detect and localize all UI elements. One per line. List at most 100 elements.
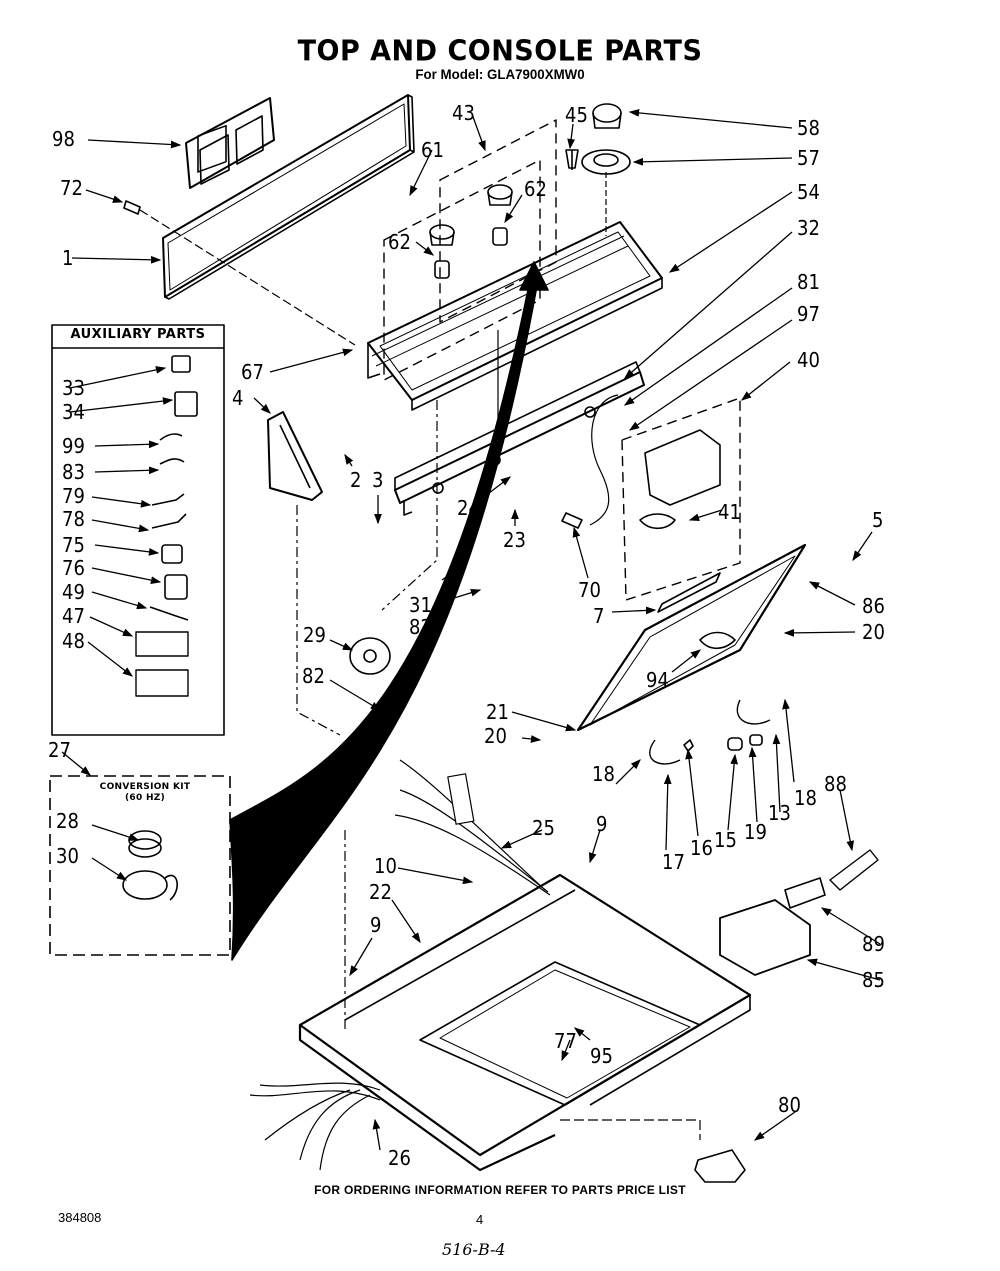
callout-15: 15: [714, 828, 737, 852]
callout-41: 41: [718, 500, 741, 524]
callout-72: 72: [60, 176, 83, 200]
callout-62-right: 62: [524, 177, 547, 201]
wiring-harness-26: [249, 1082, 381, 1171]
callout-47: 47: [62, 604, 85, 628]
screw-72: [123, 200, 141, 215]
callout-99: 99: [62, 434, 85, 458]
callout-40: 40: [797, 348, 820, 372]
document-number: 384808: [58, 1210, 102, 1225]
model-subtitle: For Model: GLA7900XMW0: [415, 66, 585, 82]
callout-34: 34: [62, 400, 85, 424]
pressure-switch: [349, 637, 391, 675]
lid-frame: [576, 543, 807, 732]
group-40-outline: [621, 397, 741, 601]
callout-49: 49: [62, 580, 85, 604]
group-43-outline: [439, 119, 557, 323]
callout-77: 77: [554, 1029, 577, 1053]
callout-leaders: [61, 109, 881, 1151]
callout-85: 85: [862, 968, 885, 992]
callout-80: 80: [778, 1093, 801, 1117]
callout-24: 24: [457, 496, 480, 520]
console-panel: [162, 94, 415, 300]
switch-bracket: [719, 899, 811, 976]
door-switch: [784, 877, 826, 909]
knob-skirt: [581, 149, 631, 175]
conversion-kit-box: [49, 775, 231, 956]
callout-2: 2: [350, 468, 362, 492]
page-title: TOP AND CONSOLE PARTS: [297, 35, 703, 68]
callout-70: 70: [578, 578, 601, 602]
callout-32: 32: [797, 216, 820, 240]
lid-switch-actuator: [829, 849, 879, 891]
callout-27: 27: [48, 738, 71, 762]
callout-1: 1: [62, 246, 74, 270]
callout-58: 58: [797, 116, 820, 140]
conversion-kit-line2: (60 HZ): [124, 793, 166, 803]
callout-20-left: 20: [484, 724, 507, 748]
callout-67: 67: [241, 360, 264, 384]
callout-82-lower: 82: [302, 664, 325, 688]
callout-21: 21: [486, 700, 509, 724]
callout-33: 33: [62, 376, 85, 400]
page-number: 4: [476, 1212, 484, 1227]
display-bracket: [185, 97, 275, 189]
ordering-note: FOR ORDERING INFORMATION REFER TO PARTS …: [314, 1183, 686, 1197]
cabinet-top: [298, 873, 752, 1172]
callout-10: 10: [374, 854, 397, 878]
callout-19: 19: [744, 820, 767, 844]
callout-81: 81: [797, 270, 820, 294]
callout-20-right: 20: [862, 620, 885, 644]
callout-57: 57: [797, 146, 820, 170]
console-top-cap: [367, 221, 663, 411]
callout-7: 7: [593, 604, 605, 628]
callout-78: 78: [62, 507, 85, 531]
knob-62-right: [487, 184, 513, 246]
handwritten-note: 516-B-4: [442, 1240, 506, 1259]
wire-harness-sweep: [229, 279, 539, 961]
callout-17: 17: [662, 850, 685, 874]
callout-86: 86: [862, 594, 885, 618]
callout-48: 48: [62, 629, 85, 653]
callout-3: 3: [372, 468, 384, 492]
callout-94: 94: [646, 668, 669, 692]
callout-61: 61: [421, 138, 444, 162]
callout-5: 5: [872, 508, 884, 532]
callout-26: 26: [388, 1146, 411, 1170]
wiring-harness-25: [394, 759, 551, 896]
callout-28: 28: [56, 809, 79, 833]
callout-25: 25: [532, 816, 555, 840]
callout-18-left: 18: [592, 762, 615, 786]
conversion-kit-line1: CONVERSION KIT: [99, 782, 191, 792]
control-rail: [394, 361, 645, 516]
callout-18-right: 18: [794, 786, 817, 810]
callout-22: 22: [369, 880, 392, 904]
callout-88: 88: [824, 772, 847, 796]
callout-23: 23: [503, 528, 526, 552]
callout-54: 54: [797, 180, 820, 204]
callout-97: 97: [797, 302, 820, 326]
callout-79: 79: [62, 484, 85, 508]
callout-98: 98: [52, 127, 75, 151]
callout-82-upper: 82: [409, 615, 432, 639]
callout-9-lower: 9: [370, 913, 382, 937]
callout-13: 13: [768, 801, 791, 825]
lid-hinge-94: [699, 631, 736, 650]
leveling-foot: [694, 1149, 746, 1183]
callout-4: 4: [232, 386, 244, 410]
end-cap: [267, 411, 323, 501]
callout-16: 16: [690, 836, 713, 860]
callout-30: 30: [56, 844, 79, 868]
callout-29: 29: [303, 623, 326, 647]
conversion-kit-title: CONVERSION KIT (60 HZ): [60, 782, 230, 804]
knob-62-left: [429, 224, 455, 279]
callout-83: 83: [62, 460, 85, 484]
callout-45: 45: [565, 103, 588, 127]
callout-95: 95: [590, 1044, 613, 1068]
callout-76: 76: [62, 556, 85, 580]
timer-knob: [592, 103, 622, 129]
auxiliary-parts-title: AUXILIARY PARTS: [70, 327, 206, 342]
callout-62-left: 62: [388, 230, 411, 254]
callout-43: 43: [452, 101, 475, 125]
